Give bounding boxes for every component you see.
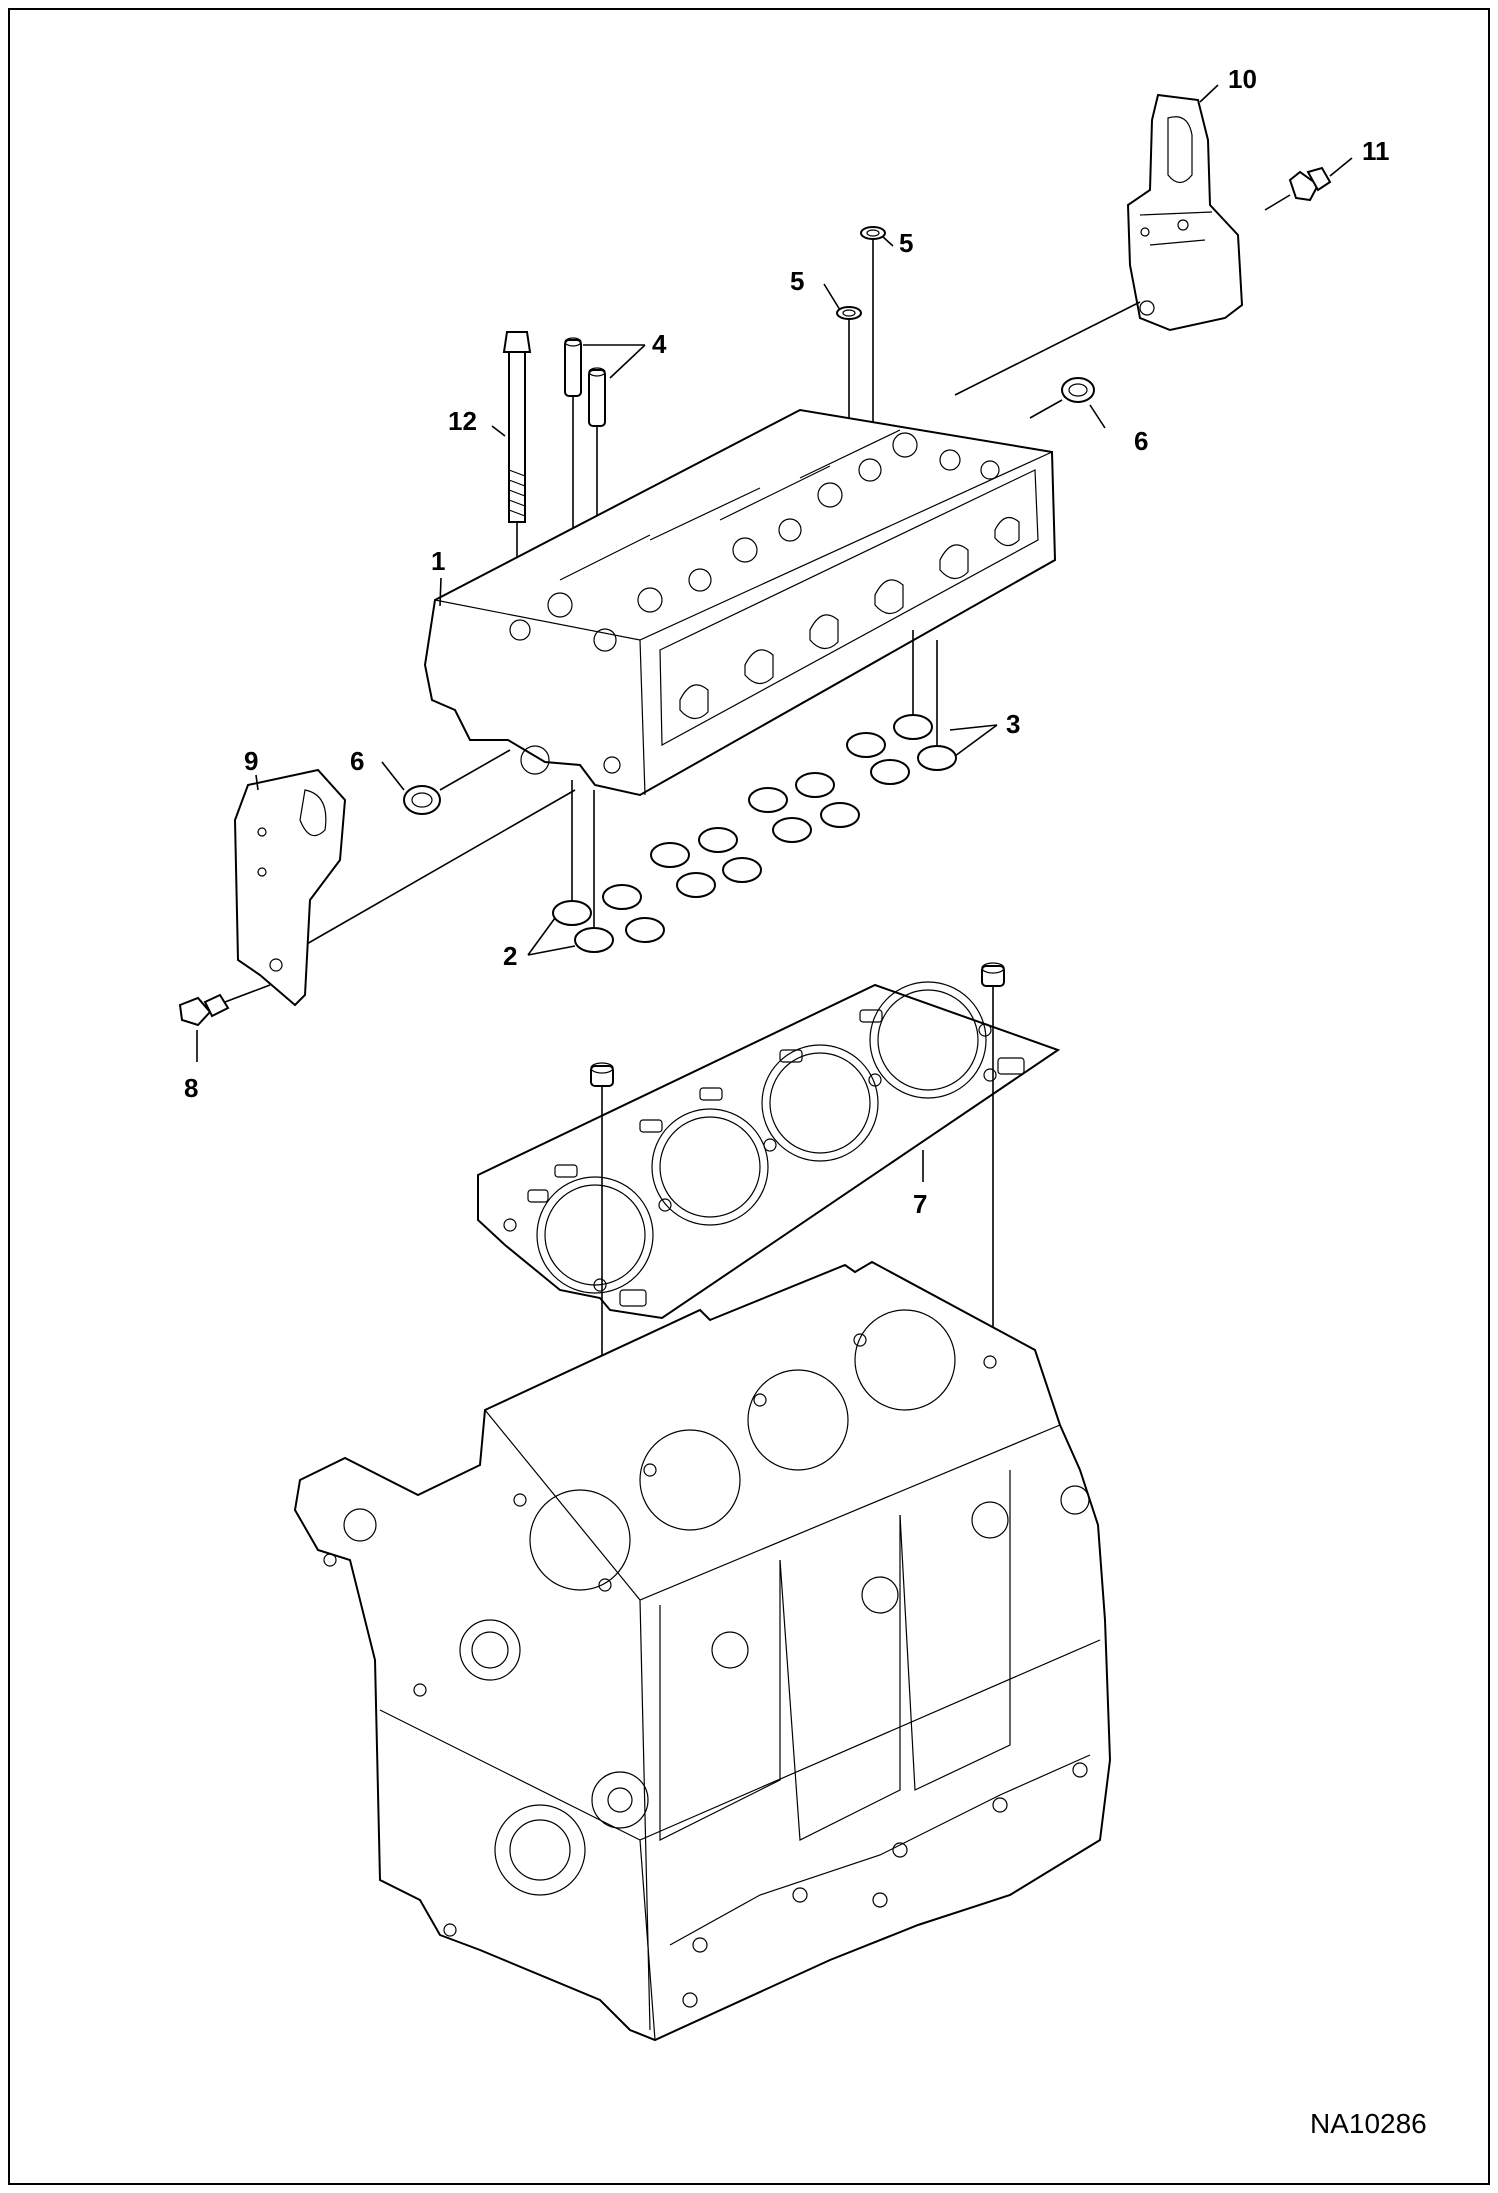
callout-5-right: 5 bbox=[899, 228, 913, 258]
head-top-features bbox=[509, 429, 1000, 775]
callout-1: 1 bbox=[431, 546, 445, 576]
callout-8: 8 bbox=[184, 1073, 198, 1103]
callout-3: 3 bbox=[1006, 709, 1020, 739]
callout-4: 4 bbox=[652, 329, 667, 359]
callout-10: 10 bbox=[1228, 64, 1257, 94]
assembly-line-bracket bbox=[954, 301, 1141, 396]
drawing-frame bbox=[8, 8, 1490, 2185]
bracket-bolt-top bbox=[1264, 166, 1332, 211]
callout-7: 7 bbox=[913, 1189, 927, 1219]
callout-5-left: 5 bbox=[790, 266, 804, 296]
valve-seat-rings bbox=[552, 630, 957, 953]
callout-6-rear: 6 bbox=[1134, 426, 1148, 456]
callout-12: 12 bbox=[448, 406, 477, 436]
cylinder-head-gasket bbox=[477, 981, 1061, 1320]
block-bolt-holes bbox=[323, 1333, 1088, 2008]
expansion-plug-front bbox=[403, 749, 511, 815]
assembly-line-bracket-front bbox=[304, 789, 576, 946]
bracket-bolt-front bbox=[178, 984, 271, 1027]
callout-leaders bbox=[196, 84, 1353, 1182]
head-side-ports bbox=[679, 516, 1020, 720]
cylinder-block bbox=[293, 1260, 1112, 2042]
callout-9: 9 bbox=[244, 746, 258, 776]
callout-6-front: 6 bbox=[350, 746, 364, 776]
drawing-code: NA10286 bbox=[1310, 2108, 1427, 2139]
callout-labels: 10 11 5 5 4 12 6 1 3 9 6 2 8 7 bbox=[184, 64, 1390, 1219]
cylinder-head bbox=[423, 408, 1057, 797]
rear-lifting-bracket bbox=[1126, 93, 1244, 332]
valve-stem-seals bbox=[836, 226, 886, 490]
callout-11: 11 bbox=[1362, 136, 1390, 166]
front-lifting-bracket bbox=[233, 768, 347, 1007]
callout-2: 2 bbox=[503, 941, 517, 971]
cylinder-head-bolt bbox=[502, 331, 532, 640]
expansion-plug-rear bbox=[1029, 377, 1095, 419]
